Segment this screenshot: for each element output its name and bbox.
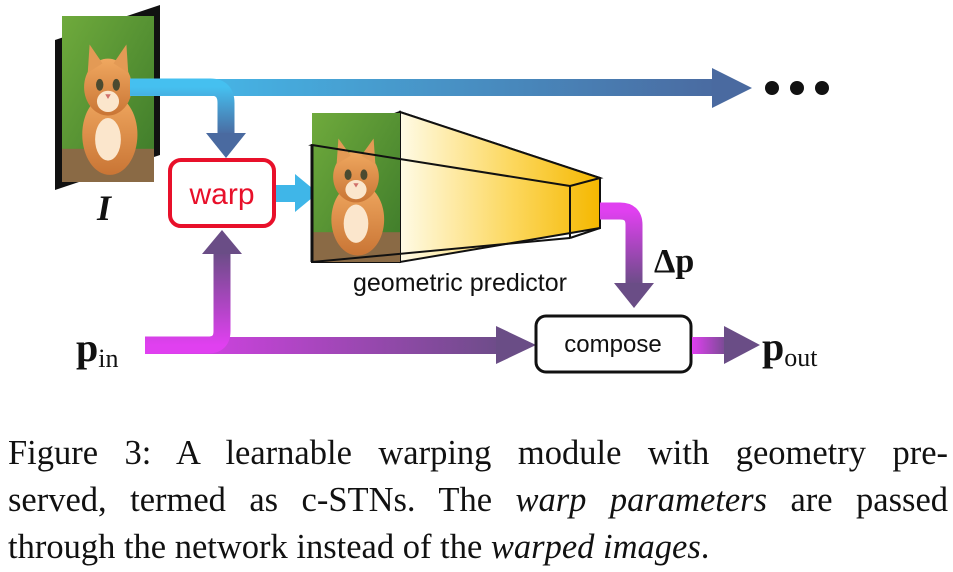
delta-p-label: Δp	[654, 243, 694, 280]
delta-symbol: Δ	[654, 243, 675, 280]
caption-line-3-b: .	[700, 528, 710, 566]
caption-line-3: through the network instead of the warpe…	[8, 524, 948, 571]
caption-line-3-a: through the network instead of the	[8, 528, 491, 566]
ellipsis	[765, 81, 829, 95]
caption-line-2: served, termed as c-STNs. The warp param…	[8, 477, 948, 524]
p-out-arrow	[692, 326, 760, 364]
p-out-sub: out	[784, 343, 818, 372]
warp-to-predictor-arrow	[276, 174, 318, 212]
input-symbol: I	[96, 188, 113, 228]
caption-line-2-b: are passed	[767, 481, 949, 519]
warp-box: warp	[168, 158, 276, 228]
p-in-arrow	[145, 230, 536, 364]
p-in-sub: in	[98, 344, 118, 373]
delta-p-arrow	[600, 202, 654, 308]
warping-module-diagram: warp geometric predictor Δp pin	[55, 5, 829, 374]
warp-label: warp	[188, 178, 254, 211]
compose-label: compose	[564, 331, 661, 358]
geometric-predictor	[308, 110, 604, 264]
compose-box: compose	[534, 314, 693, 374]
p-out-label: pout	[762, 324, 818, 372]
caption-warp-parameters: warp parameters	[515, 481, 768, 519]
caption-warped-images: warped images	[490, 528, 701, 566]
caption-line-1: Figure 3: A learnable warping module wit…	[8, 434, 948, 472]
p-out-var: p	[762, 324, 784, 369]
figure-caption: Figure 3: A learnable warping module wit…	[8, 430, 948, 571]
input-image	[55, 5, 160, 190]
delta-p-var: p	[675, 243, 694, 280]
p-in-label: pin	[76, 325, 118, 373]
image-to-warp-arrow	[130, 78, 246, 158]
caption-line-2-a: served, termed as c-STNs. The	[8, 481, 516, 519]
image-passthrough-arrow	[130, 68, 752, 108]
geometric-predictor-label: geometric predictor	[353, 269, 567, 297]
p-in-var: p	[76, 325, 98, 370]
